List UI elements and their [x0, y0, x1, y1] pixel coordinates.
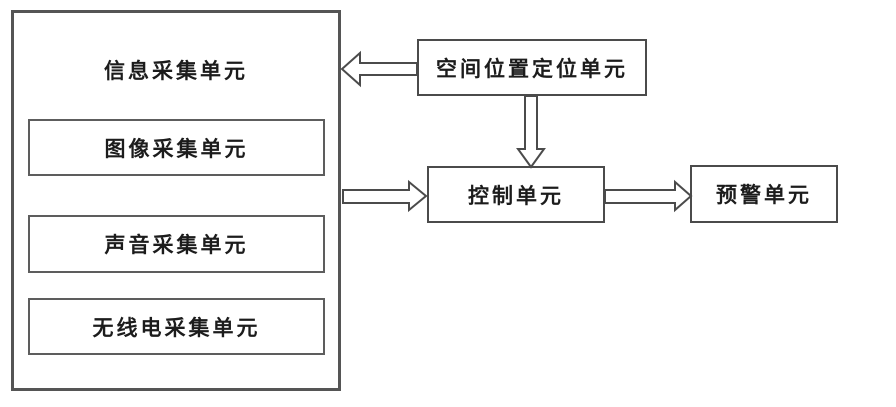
node-warning-label: 预警单元	[716, 183, 812, 207]
node-radio-collection-label: 无线电采集单元	[92, 315, 261, 340]
node-info-collection-label: 信息采集单元	[104, 59, 248, 83]
node-spatial-positioning: 空间位置定位单元	[417, 39, 647, 96]
arrow-info-to-control	[342, 179, 428, 213]
node-control-label: 控制单元	[468, 183, 564, 208]
node-radio-collection: 无线电采集单元	[28, 298, 325, 355]
arrow-spatial-to-control	[516, 95, 546, 169]
node-warning: 预警单元	[690, 165, 838, 223]
arrow-spatial-to-info	[340, 50, 418, 88]
node-sound-collection: 声音采集单元	[28, 215, 325, 273]
node-image-collection-label: 图像采集单元	[104, 136, 249, 161]
node-control: 控制单元	[427, 166, 605, 223]
arrow-control-to-warning	[604, 179, 693, 213]
node-sound-collection-label: 声音采集单元	[104, 233, 249, 257]
node-spatial-positioning-label: 空间位置定位单元	[436, 56, 628, 81]
node-image-collection: 图像采集单元	[28, 119, 325, 176]
